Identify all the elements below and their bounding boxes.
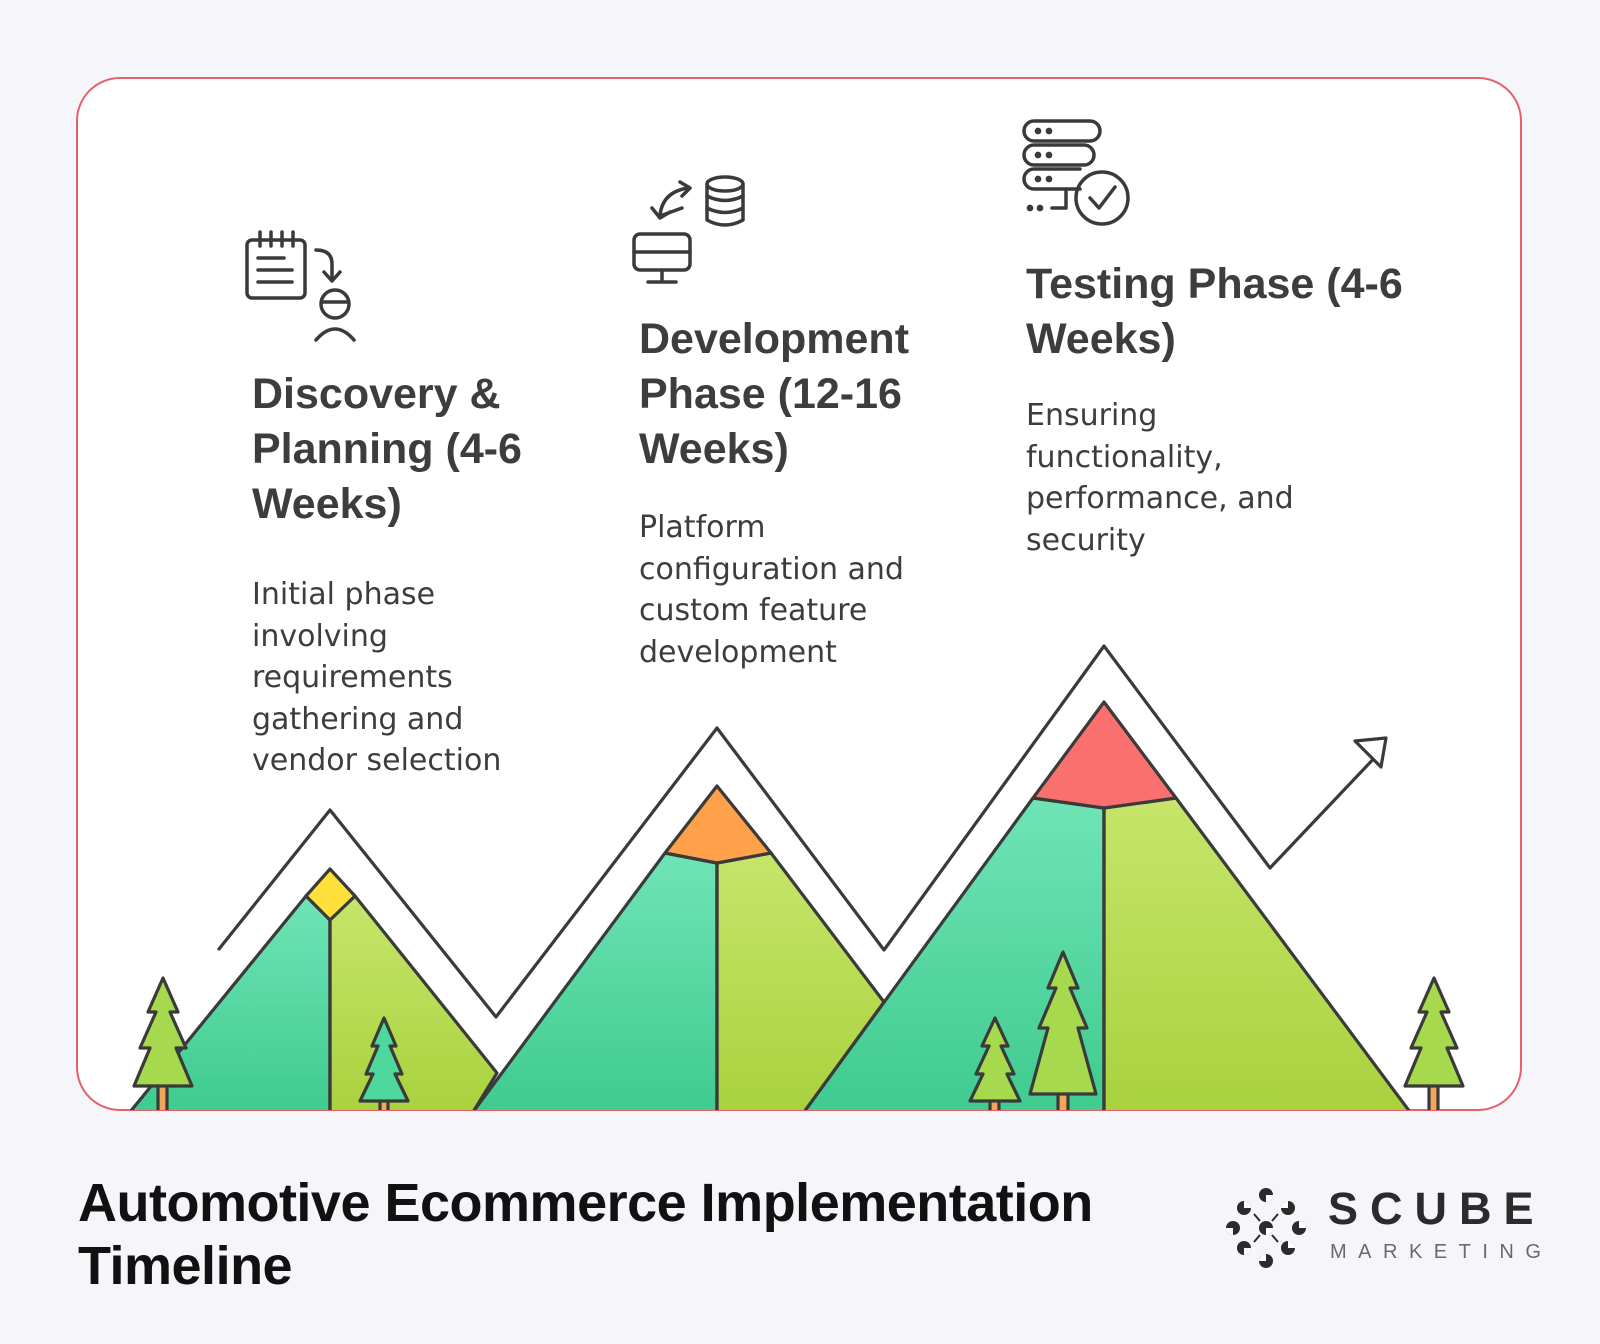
phase-title: Discovery & Planning (4-6 Weeks) [252, 370, 522, 528]
phase-development: Development Phase (12-16 Weeks) Platform… [639, 312, 969, 673]
phase-description: Ensuring functionality, performance, and… [1026, 398, 1294, 558]
monitor-database-sync-icon [632, 175, 745, 284]
phase-description: Initial phase involving requirements gat… [252, 577, 502, 778]
phase-description: Platform configuration and custom featur… [639, 510, 904, 670]
clipboard-user-icon [245, 230, 356, 342]
page-title: Automotive Ecommerce Implementation Time… [78, 1173, 1093, 1296]
phase-title: Testing Phase (4-6 Weeks) [1026, 260, 1403, 363]
scube-logo: SCUBE MARKETING [1224, 1182, 1541, 1274]
logo-name: SCUBE [1328, 1183, 1546, 1234]
logo-subtitle: MARKETING [1330, 1241, 1553, 1263]
phase-discovery-planning: Discovery & Planning (4-6 Weeks) Initial… [252, 367, 582, 782]
phase-title: Development Phase (12-16 Weeks) [639, 315, 910, 473]
server-check-icon [1022, 119, 1130, 226]
phase-testing: Testing Phase (4-6 Weeks) Ensuring funct… [1026, 257, 1446, 561]
scube-logo-mark-icon [1226, 1188, 1306, 1268]
